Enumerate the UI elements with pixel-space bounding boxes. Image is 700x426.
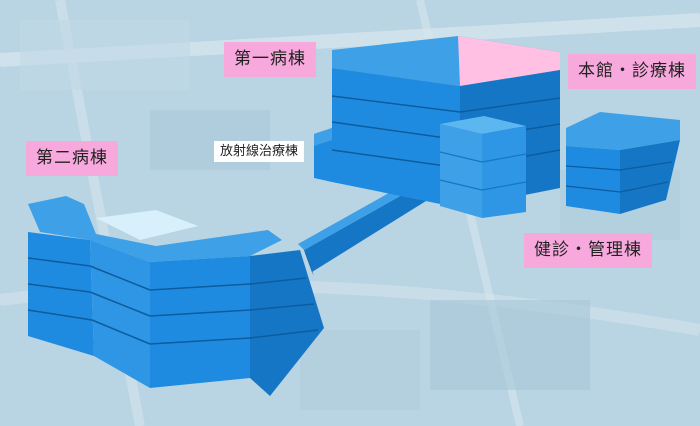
label-second-ward: 第二病棟 xyxy=(26,141,118,176)
health-admin-building xyxy=(439,116,527,218)
second-ward-building xyxy=(27,196,324,396)
label-main-building: 本館・診療棟 xyxy=(568,54,696,89)
label-radiation-therapy: 放射線治療棟 xyxy=(214,141,305,162)
east-wing-building xyxy=(565,112,680,214)
label-health-admin: 健診・管理棟 xyxy=(524,233,652,268)
label-first-ward: 第一病棟 xyxy=(224,42,316,77)
